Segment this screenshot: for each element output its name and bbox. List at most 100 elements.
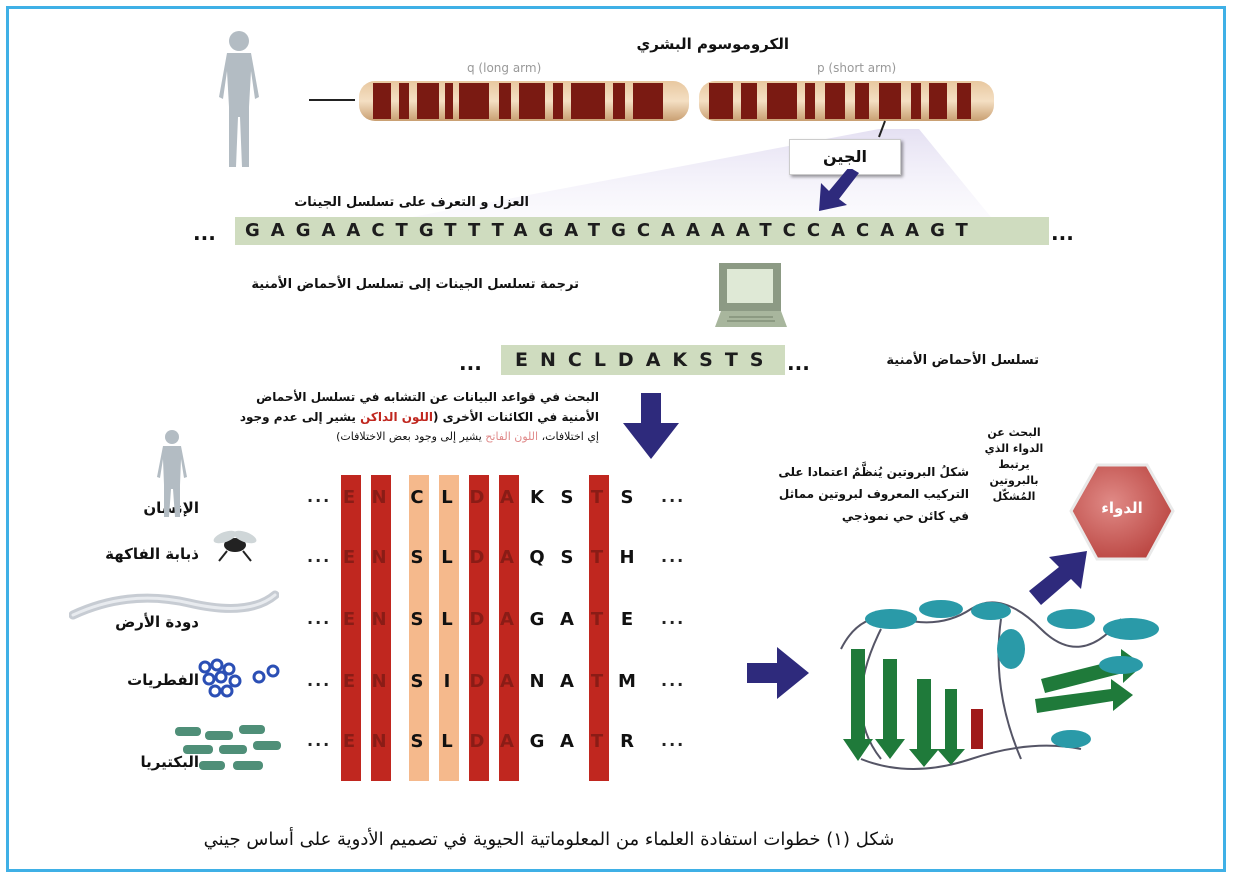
residue: L xyxy=(441,487,453,508)
row-ellipsis-left: ... xyxy=(307,487,332,506)
residue: S xyxy=(410,731,424,752)
residue: T xyxy=(590,609,604,630)
residue: D xyxy=(469,609,485,630)
gene-label-box: الجين xyxy=(789,139,901,175)
gene-label: الجين xyxy=(823,147,867,166)
residue: A xyxy=(500,671,514,692)
residue: M xyxy=(618,671,636,692)
row-ellipsis-right: ... xyxy=(661,731,686,750)
dna-sequence: GAGAACTGTTTAGATGCAAAATCCACAAGT xyxy=(235,217,1049,245)
right-arrow-icon xyxy=(747,647,809,699)
row-ellipsis-right: ... xyxy=(661,547,686,566)
column-conserved-9 xyxy=(589,475,609,781)
column-conserved-1 xyxy=(341,475,361,781)
row-ellipsis-left: ... xyxy=(307,731,332,750)
q-arm-label: q (long arm) xyxy=(467,61,542,75)
residue: L xyxy=(441,731,453,752)
column-variable-4 xyxy=(439,475,459,781)
drug-label: الدواء xyxy=(1101,499,1143,517)
chromosome xyxy=(359,81,999,227)
residue: E xyxy=(342,547,356,568)
residue: N xyxy=(371,609,387,630)
row-ellipsis-left: ... xyxy=(307,547,332,566)
residue: D xyxy=(469,671,485,692)
computer-icon xyxy=(715,263,787,327)
residue: S xyxy=(410,671,424,692)
human-icon xyxy=(157,430,187,517)
residue: S xyxy=(410,547,424,568)
residue: D xyxy=(469,731,485,752)
residue: A xyxy=(560,671,574,692)
earthworm-icon xyxy=(69,590,279,620)
residue: L xyxy=(441,609,453,630)
residue: A xyxy=(560,609,574,630)
dna-ellipsis-left: ... xyxy=(193,221,216,245)
aa-ellipsis-right: ... xyxy=(787,351,810,375)
row-ellipsis-right: ... xyxy=(661,671,686,690)
drug-hexagon xyxy=(1069,463,1175,561)
residue: S xyxy=(560,547,574,568)
residue: A xyxy=(560,731,574,752)
isolate-label: العزل و التعرف على تسلسل الجينات xyxy=(294,195,529,210)
protein-structure xyxy=(840,600,1159,770)
residue: K xyxy=(530,487,544,508)
residue: A xyxy=(500,609,514,630)
residue: S xyxy=(560,487,574,508)
residue: N xyxy=(371,731,387,752)
chromosome-title: الكروموسوم البشري xyxy=(636,35,789,53)
residue: R xyxy=(620,731,634,752)
residue: N xyxy=(529,671,545,692)
dna-ellipsis-right: ... xyxy=(1051,221,1074,245)
residue: N xyxy=(371,671,387,692)
residue: E xyxy=(342,487,356,508)
organism-name: الإنسان xyxy=(143,499,199,517)
aa-sequence: ENCLDAKSTS xyxy=(501,345,785,375)
residue: N xyxy=(371,487,387,508)
bacteria-icon xyxy=(175,725,281,770)
organism-name: البكتيريا xyxy=(140,753,199,771)
row-ellipsis-right: ... xyxy=(661,609,686,628)
residue: D xyxy=(469,547,485,568)
row-ellipsis-left: ... xyxy=(307,671,332,690)
residue: A xyxy=(500,731,514,752)
residue: E xyxy=(342,671,356,692)
aa-ellipsis-left: ... xyxy=(459,351,482,375)
residue: E xyxy=(342,609,356,630)
residue: E xyxy=(342,731,356,752)
residue: T xyxy=(590,731,604,752)
column-conserved-2 xyxy=(371,475,391,781)
row-ellipsis-left: ... xyxy=(307,609,332,628)
search-line-3: إي اختلافات، اللون الفاتح يشير إلى وجود … xyxy=(336,430,599,443)
residue: H xyxy=(619,547,635,568)
translate-label: ترجمة تسلسل الجينات إلى تسلسل الأحماض ال… xyxy=(251,277,579,292)
organism-name: دودة الأرض xyxy=(115,613,199,631)
residue: I xyxy=(443,671,451,692)
residue: Q xyxy=(529,547,545,568)
residue: N xyxy=(371,547,387,568)
residue: A xyxy=(500,547,514,568)
residue: L xyxy=(441,547,453,568)
drug-search-label: البحث عن الدواء الذي يرتبط بالبروتين الم… xyxy=(984,426,1044,503)
organism-name: ذبابة الفاكهة xyxy=(105,545,199,563)
p-arm-label: p (short arm) xyxy=(817,61,897,75)
residue: S xyxy=(410,609,424,630)
residue: E xyxy=(620,609,634,630)
residue: G xyxy=(529,609,545,630)
organism-name: الفطريات xyxy=(127,671,199,689)
search-description: البحث في قواعد البيانات عن التشابه في تس… xyxy=(199,387,599,447)
human-link-line xyxy=(309,99,355,101)
residue: S xyxy=(620,487,634,508)
figure-frame: الكروموسوم البشري q (long arm) p (short … xyxy=(6,6,1226,872)
aa-seq-label: تسلسل الأحماض الأمنية xyxy=(886,353,1039,368)
residue: G xyxy=(529,731,545,752)
human-silhouette xyxy=(219,31,259,167)
gene-arrow-icon xyxy=(819,169,859,211)
figure-caption: شكل (١) خطوات استفادة العلماء من المعلوم… xyxy=(203,829,895,850)
diagonal-arrow-icon xyxy=(1029,551,1087,605)
column-variable-3 xyxy=(409,475,429,781)
residue: A xyxy=(500,487,514,508)
column-conserved-6 xyxy=(499,475,519,781)
residue: D xyxy=(469,487,485,508)
protein-shape-label: شكلُ البروتين يُنظَّمُ اعتمادا على الترك… xyxy=(778,465,969,523)
residue: T xyxy=(590,487,604,508)
